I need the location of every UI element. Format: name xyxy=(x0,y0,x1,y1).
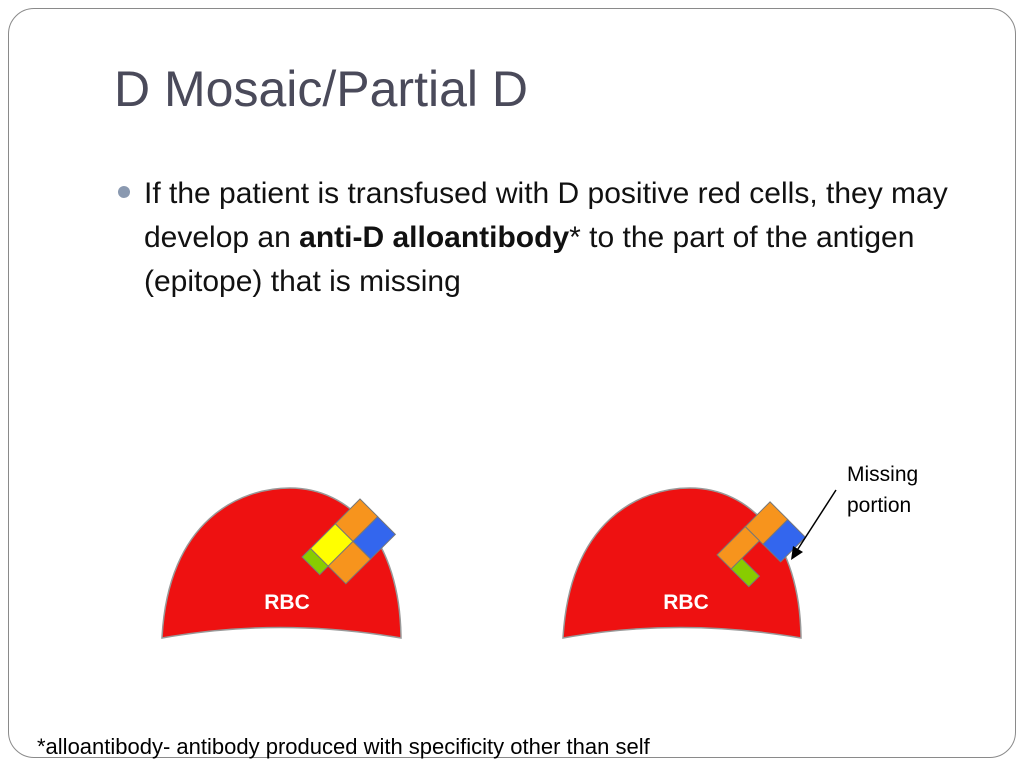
missing-portion-arrow xyxy=(791,489,837,560)
antigen-complete xyxy=(301,498,397,585)
rbc-label-right: RBC xyxy=(663,591,709,614)
bullet-text-end: * to the part of the antigen (epitope) t… xyxy=(144,221,915,298)
footnote: *alloantibody- antibody produced with sp… xyxy=(37,734,650,759)
antigen-partial xyxy=(716,501,807,588)
partial-green-block xyxy=(730,557,761,588)
rbc-partial: RBC xyxy=(562,487,807,639)
slide-frame xyxy=(8,8,1016,758)
bullet-text-bold: anti-D alloantibody xyxy=(299,221,570,254)
partial-orange-block-2 xyxy=(716,525,761,570)
antigen-orange-block-2 xyxy=(327,540,372,585)
missing-label-line2: portion xyxy=(847,494,911,517)
bullet-text: If the patient is transfused with D posi… xyxy=(144,172,968,304)
rbc-normal: RBC xyxy=(161,487,402,639)
bullet-dot-icon xyxy=(118,186,130,198)
antigen-green-block xyxy=(301,547,329,576)
slide-title: D Mosaic/Partial D xyxy=(114,61,528,117)
bullet-text-start: If the patient is transfused with D posi… xyxy=(144,177,948,254)
bullet-point: If the patient is transfused with D posi… xyxy=(118,172,968,304)
missing-label-line1: Missing xyxy=(847,463,918,486)
rbc-label-left: RBC xyxy=(264,591,310,614)
